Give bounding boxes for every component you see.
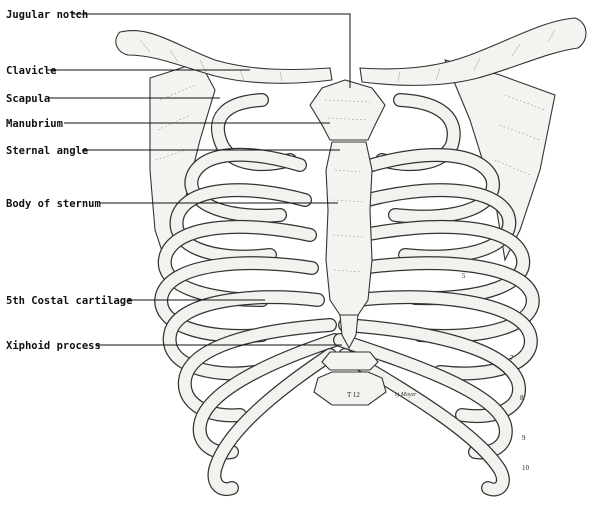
rib-number-5: 5 — [462, 272, 466, 280]
rib-number-9: 9 — [522, 434, 526, 442]
scapula-right — [444, 59, 556, 262]
label-sternal-angle: Sternal angle — [6, 145, 88, 157]
rib-number-7: 7 — [510, 354, 514, 362]
label-xiphoid-process: Xiphoid process — [6, 340, 101, 352]
label-costal-cartilage: 5th Costal cartilage — [6, 295, 132, 307]
sternum — [309, 79, 386, 350]
label-scapula: Scapula — [6, 93, 50, 105]
label-manubrium: Manubrium — [6, 118, 63, 130]
label-jugular-notch: Jugular notch — [6, 9, 88, 21]
manubrium-bone — [309, 79, 386, 141]
label-body-of-sternum: Body of sternum — [6, 198, 101, 210]
vertebra-t12: T 12 — [313, 351, 387, 406]
clavicle-left — [115, 30, 333, 84]
artist-signature: cj Moyer — [395, 392, 417, 398]
vertebra-label: T 12 — [347, 391, 360, 399]
ribs-left — [154, 93, 342, 496]
label-clavicle: Clavicle — [6, 65, 57, 77]
clavicle-right — [359, 17, 587, 86]
rib-number-8: 8 — [520, 394, 524, 402]
rib-number-10: 10 — [522, 464, 530, 472]
sternum-body-bone — [325, 141, 373, 316]
ribs-right — [333, 93, 540, 497]
leader-lines — [46, 13, 351, 346]
xiphoid-bone — [339, 314, 359, 350]
